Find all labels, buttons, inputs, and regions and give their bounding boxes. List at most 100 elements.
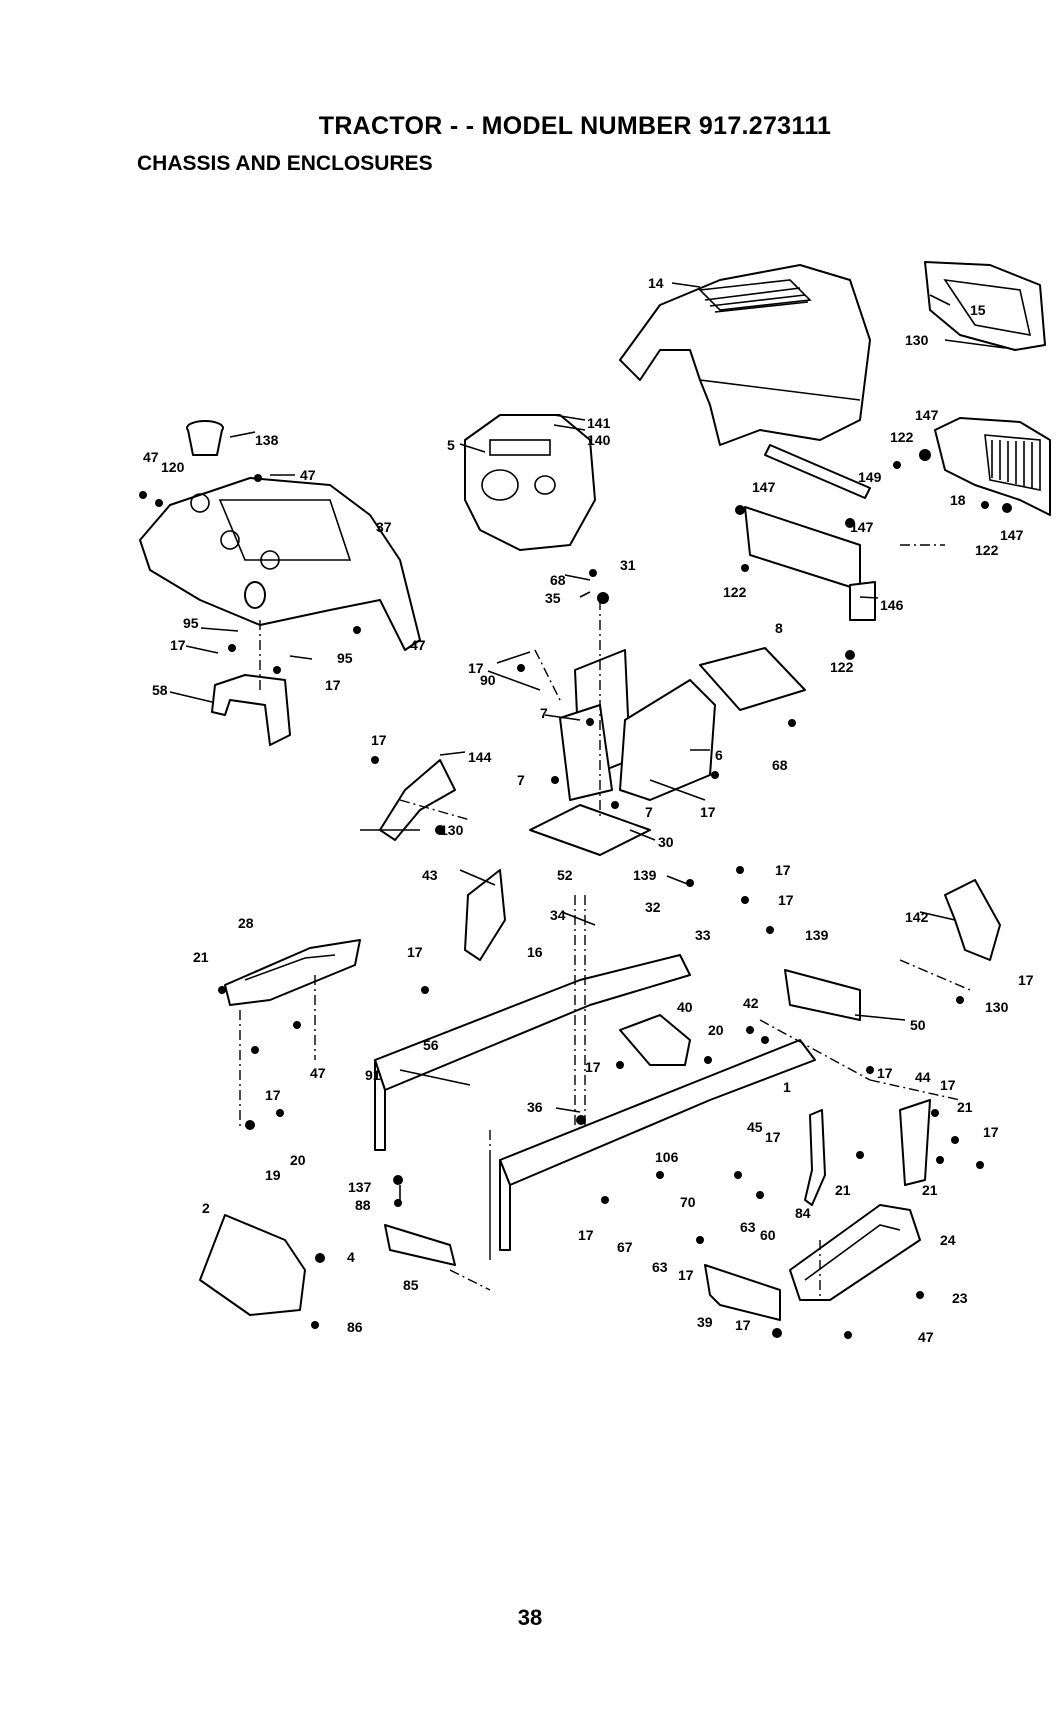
callout-138: 138 <box>255 432 279 448</box>
leader-lines <box>169 282 1006 1200</box>
callout-52: 52 <box>557 867 573 883</box>
hood-part <box>619 264 871 446</box>
callout-17: 17 <box>325 677 341 693</box>
main-frame-part <box>374 954 691 1151</box>
callout-95: 95 <box>337 650 353 666</box>
callout-58: 58 <box>152 682 168 698</box>
callout-141: 141 <box>587 415 611 431</box>
callout-16: 16 <box>527 944 543 960</box>
callout-17: 17 <box>983 1124 999 1140</box>
callout-130: 130 <box>440 822 464 838</box>
callout-122: 122 <box>975 542 999 558</box>
callout-139: 139 <box>805 927 829 943</box>
dash-panel-part <box>464 414 596 551</box>
bracket-84-part <box>804 1109 826 1206</box>
callout-56: 56 <box>423 1037 439 1053</box>
callout-7: 7 <box>540 705 548 721</box>
grille-part <box>934 417 1051 516</box>
callout-labels: 14 15 130 147 122 138 47 120 47 141 140 … <box>143 275 1034 1345</box>
callout-42: 42 <box>743 995 759 1011</box>
callout-85: 85 <box>403 1277 419 1293</box>
callout-2: 2 <box>202 1200 210 1216</box>
callout-91: 91 <box>365 1067 381 1083</box>
footrest-right-part <box>789 1204 921 1301</box>
callout-17: 17 <box>578 1227 594 1243</box>
front-bracket-part <box>784 969 861 1021</box>
support-panels-part <box>744 444 876 621</box>
callout-146: 146 <box>880 597 904 613</box>
bracket-40-part <box>619 1014 691 1066</box>
callout-17: 17 <box>735 1317 751 1333</box>
callout-17: 17 <box>585 1059 601 1075</box>
callout-47: 47 <box>310 1065 326 1081</box>
callout-147: 147 <box>915 407 939 423</box>
callout-20: 20 <box>290 1152 306 1168</box>
callout-144: 144 <box>468 749 492 765</box>
callout-7: 7 <box>517 772 525 788</box>
callout-8: 8 <box>775 620 783 636</box>
bracket-part <box>211 674 291 746</box>
callout-4: 4 <box>347 1249 355 1265</box>
callout-39: 39 <box>697 1314 713 1330</box>
plate-2-part <box>199 1214 306 1316</box>
callout-47: 47 <box>918 1329 934 1345</box>
callout-21: 21 <box>193 949 209 965</box>
callout-68: 68 <box>550 572 566 588</box>
callout-67: 67 <box>617 1239 633 1255</box>
footrest-left-part <box>224 939 361 1006</box>
callout-43: 43 <box>422 867 438 883</box>
callout-47: 47 <box>143 449 159 465</box>
callout-14: 14 <box>648 275 664 291</box>
callout-122: 122 <box>723 584 747 600</box>
callout-37: 37 <box>376 519 392 535</box>
callout-18: 18 <box>950 492 966 508</box>
callout-63: 63 <box>740 1219 756 1235</box>
callout-17: 17 <box>678 1267 694 1283</box>
callout-84: 84 <box>795 1205 811 1221</box>
battery-box-part <box>559 649 716 801</box>
callout-21: 21 <box>957 1099 973 1115</box>
callout-122: 122 <box>890 429 914 445</box>
callout-68: 68 <box>772 757 788 773</box>
page-title: TRACTOR - - MODEL NUMBER 917.273111 <box>318 112 832 140</box>
callout-24: 24 <box>940 1232 956 1248</box>
callout-17: 17 <box>700 804 716 820</box>
bracket-44-part <box>899 1099 931 1186</box>
callout-17: 17 <box>940 1077 956 1093</box>
callout-120: 120 <box>161 459 185 475</box>
callout-142: 142 <box>905 909 929 925</box>
callout-7: 7 <box>645 804 653 820</box>
callout-17: 17 <box>170 637 186 653</box>
section-subtitle: CHASSIS AND ENCLOSURES <box>137 152 433 175</box>
callout-140: 140 <box>587 432 611 448</box>
callout-17: 17 <box>775 862 791 878</box>
callout-63: 63 <box>652 1259 668 1275</box>
assembly-lines <box>239 544 971 1300</box>
floor-plate-part <box>529 804 651 856</box>
bracket-85-part <box>384 1224 456 1266</box>
callout-21: 21 <box>835 1182 851 1198</box>
callout-19: 19 <box>265 1167 281 1183</box>
callout-137: 137 <box>348 1179 372 1195</box>
callout-50: 50 <box>910 1017 926 1033</box>
callout-47: 47 <box>300 467 316 483</box>
callout-90: 90 <box>480 672 496 688</box>
callout-122: 122 <box>830 659 854 675</box>
callout-21: 21 <box>922 1182 938 1198</box>
callout-88: 88 <box>355 1197 371 1213</box>
callout-17: 17 <box>371 732 387 748</box>
bracket-39-part <box>704 1264 781 1321</box>
callout-20: 20 <box>708 1022 724 1038</box>
callout-32: 32 <box>645 899 661 915</box>
callout-47: 47 <box>410 637 426 653</box>
callout-17: 17 <box>765 1129 781 1145</box>
callout-95: 95 <box>183 615 199 631</box>
callout-17: 17 <box>265 1087 281 1103</box>
callout-17: 17 <box>778 892 794 908</box>
frame-1-part <box>499 1039 816 1251</box>
callout-70: 70 <box>680 1194 696 1210</box>
callout-28: 28 <box>238 915 254 931</box>
callout-130: 130 <box>985 999 1009 1015</box>
callout-86: 86 <box>347 1319 363 1335</box>
